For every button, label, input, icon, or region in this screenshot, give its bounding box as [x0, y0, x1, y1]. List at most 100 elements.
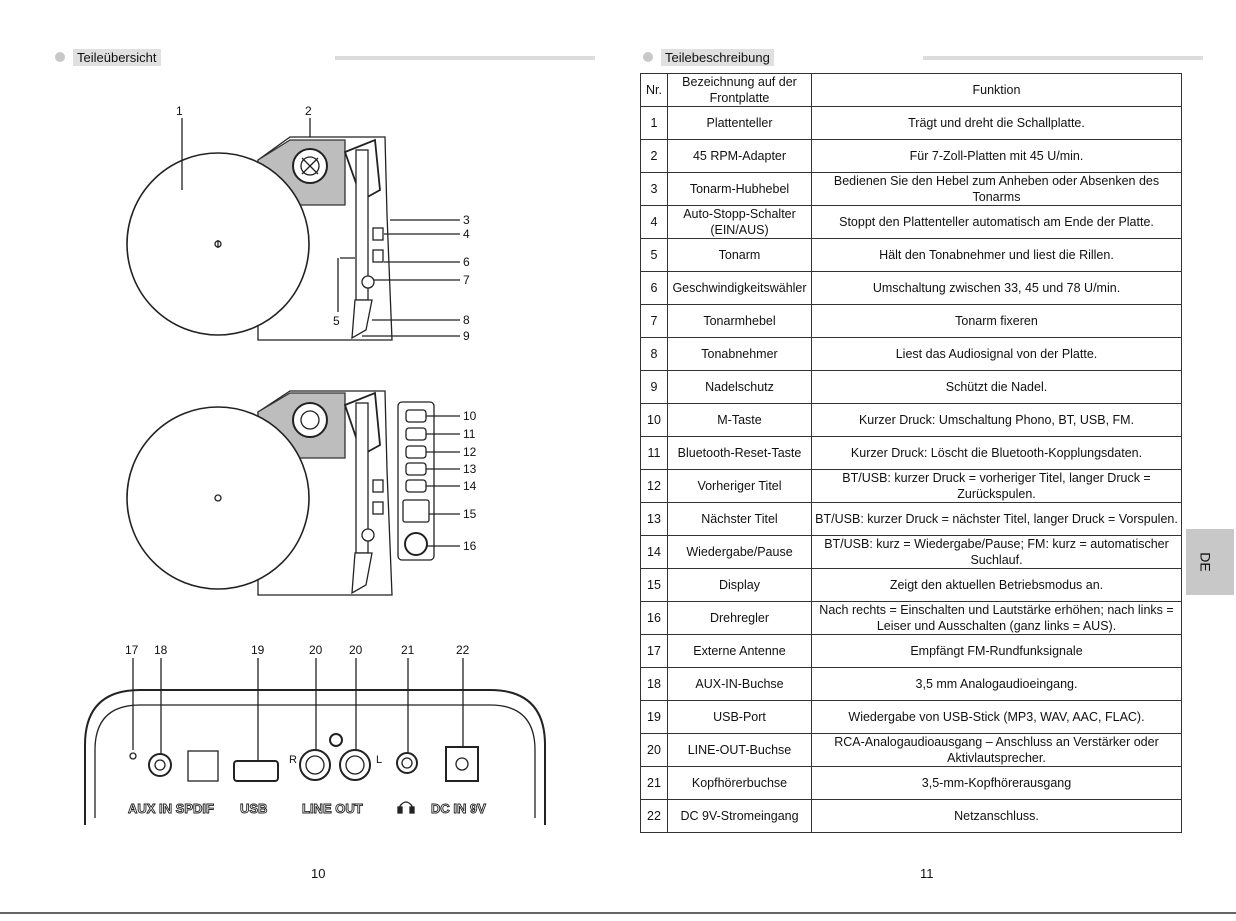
- cell-function: Schützt die Nadel.: [811, 370, 1182, 404]
- rear-panel-view: [84, 689, 546, 825]
- parts-description-table: Nr. Bezeichnung auf der Frontplatte Funk…: [640, 73, 1182, 833]
- language-tab: DE: [1186, 529, 1234, 595]
- callout-22: 22: [456, 643, 470, 657]
- cell-nr: 8: [640, 337, 668, 371]
- display-icon: [402, 499, 430, 523]
- cell-name: USB-Port: [667, 700, 812, 734]
- usb-port-icon: [233, 760, 279, 782]
- callout-21: 21: [401, 643, 415, 657]
- cell-nr: 13: [640, 502, 668, 536]
- cell-name: Tonarmhebel: [667, 304, 812, 338]
- cell-nr: 11: [640, 436, 668, 470]
- right-page: Teilebeschreibung Nr. Bezeichnung auf de…: [618, 0, 1236, 905]
- header-name: Bezeichnung auf der Frontplatte: [667, 73, 812, 107]
- cell-nr: 16: [640, 601, 668, 635]
- cell-name: Tonabnehmer: [667, 337, 812, 371]
- cell-function: Für 7-Zoll-Platten mit 45 U/min.: [811, 139, 1182, 173]
- prev-icon: [405, 445, 427, 459]
- cell-name: Kopfhörerbuchse: [667, 766, 812, 800]
- cell-name: Tonarm: [667, 238, 812, 272]
- callout-2: 2: [305, 104, 312, 118]
- headphone-jack-icon: [396, 752, 418, 774]
- cell-nr: 14: [640, 535, 668, 569]
- ground-icon: [329, 733, 343, 747]
- cell-name: Tonarm-Hubhebel: [667, 172, 812, 206]
- aux-spdif-label: AUX IN SPDIF: [128, 801, 214, 816]
- cell-nr: 10: [640, 403, 668, 437]
- header-function: Funktion: [811, 73, 1182, 107]
- table-header-row: Nr. Bezeichnung auf der Frontplatte Funk…: [640, 73, 1182, 107]
- cell-function: Hält den Tonabnehmer und liest die Rille…: [811, 238, 1182, 272]
- cell-function: Liest das Audiosignal von der Platte.: [811, 337, 1182, 371]
- cell-name: M-Taste: [667, 403, 812, 437]
- cell-name: Wiedergabe/Pause: [667, 535, 812, 569]
- cell-nr: 12: [640, 469, 668, 503]
- antenna-hole-icon: [129, 752, 137, 760]
- rca-r-icon: [299, 749, 331, 781]
- cell-function: Wiedergabe von USB-Stick (MP3, WAV, AAC,…: [811, 700, 1182, 734]
- cell-nr: 18: [640, 667, 668, 701]
- callout-3: 3: [463, 213, 470, 227]
- header-rule: [335, 56, 595, 60]
- cell-nr: 2: [640, 139, 668, 173]
- section-title: Teileübersicht: [73, 49, 161, 66]
- aux-jack-icon: [148, 753, 172, 777]
- cell-name: Auto-Stopp-Schalter (EIN/AUS): [667, 205, 812, 239]
- callout-6: 6: [463, 255, 470, 269]
- cell-function: Trägt und dreht die Schallplatte.: [811, 106, 1182, 140]
- cell-name: Drehregler: [667, 601, 812, 635]
- cell-function: Umschaltung zwischen 33, 45 und 78 U/min…: [811, 271, 1182, 305]
- dc-in-label: DC IN 9V: [431, 801, 486, 816]
- callout-16: 16: [463, 539, 477, 553]
- cell-function: 3,5 mm Analogaudioeingang.: [811, 667, 1182, 701]
- callout-12: 12: [463, 445, 477, 459]
- bt-reset-icon: [405, 427, 427, 441]
- spdif-port-icon: [187, 750, 219, 782]
- cell-name: Nadelschutz: [667, 370, 812, 404]
- cell-name: Bluetooth-Reset-Taste: [667, 436, 812, 470]
- cell-function: 3,5-mm-Kopfhörerausgang: [811, 766, 1182, 800]
- headphone-symbol-icon: [397, 801, 415, 814]
- cell-nr: 9: [640, 370, 668, 404]
- cell-nr: 6: [640, 271, 668, 305]
- cell-function: Tonarm fixeren: [811, 304, 1182, 338]
- callout-13: 13: [463, 462, 477, 476]
- section-title: Teilebeschreibung: [661, 49, 774, 66]
- cell-name: Display: [667, 568, 812, 602]
- callout-1: 1: [176, 104, 183, 118]
- parts-diagram: 1 2 3 4 5 6 7 8 9 10 11 12 13 14 15 16 1…: [84, 104, 546, 825]
- cell-name: DC 9V-Stromeingang: [667, 799, 812, 833]
- cell-function: BT/USB: kurzer Druck = vorheriger Titel,…: [811, 469, 1182, 503]
- cell-name: Externe Antenne: [667, 634, 812, 668]
- cell-nr: 21: [640, 766, 668, 800]
- callout-11: 11: [463, 427, 476, 441]
- bullet-icon: [55, 52, 65, 62]
- cartridge-icon: [351, 299, 373, 340]
- page-number-right: 11: [920, 866, 934, 881]
- page-number-left: 10: [311, 866, 326, 881]
- rca-l-icon: [339, 749, 371, 781]
- cell-name: 45 RPM-Adapter: [667, 139, 812, 173]
- usb-label: USB: [240, 801, 267, 816]
- cell-nr: 7: [640, 304, 668, 338]
- cell-function: BT/USB: kurz = Wiedergabe/Pause; FM: kur…: [811, 535, 1182, 569]
- bottom-rule: [0, 912, 1236, 914]
- callout-17: 17: [125, 643, 139, 657]
- cell-nr: 17: [640, 634, 668, 668]
- rca-l-label: L: [376, 754, 382, 766]
- cell-nr: 22: [640, 799, 668, 833]
